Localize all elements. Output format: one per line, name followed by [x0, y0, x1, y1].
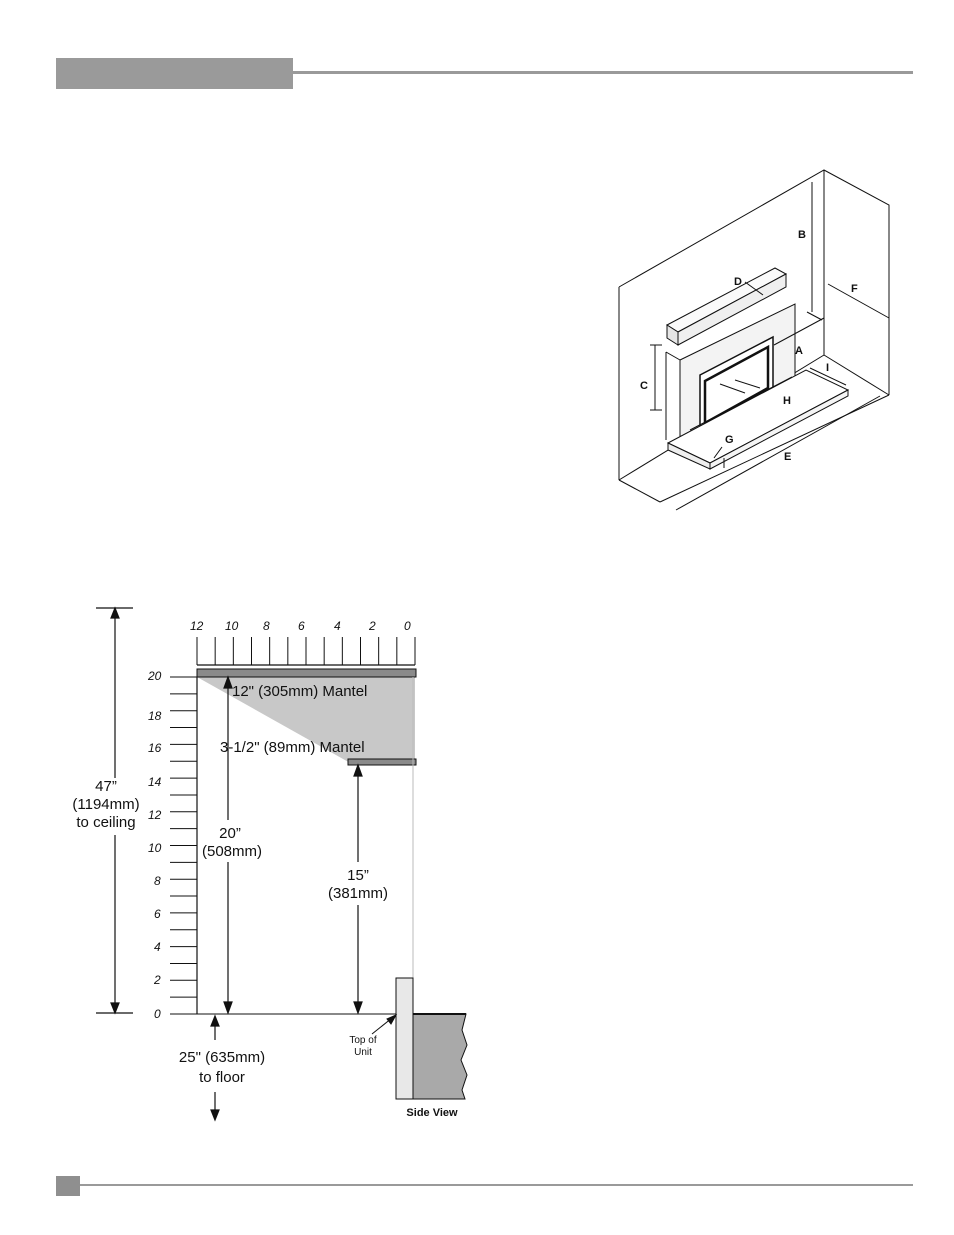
label-i: I	[826, 362, 829, 374]
dim-15-line1: 15”	[347, 867, 369, 884]
label-g: G	[725, 434, 734, 446]
unit-side-profile	[396, 978, 413, 1099]
top-of-unit-line2: Unit	[354, 1047, 372, 1058]
floor-dimension-line1: 25" (635mm)	[179, 1049, 265, 1066]
label-b: B	[798, 229, 806, 241]
mantel-clearance-diagram: 12 10 8 6 4 2 0 20 18 16 14 12 10 8 6 4 …	[60, 595, 480, 1130]
top-scale-label: 8	[263, 619, 270, 633]
side-scale-label: 12	[148, 808, 162, 822]
footer-page-tab	[56, 1176, 80, 1196]
fireplace-isometric-diagram: A B C D E F G H I	[600, 160, 900, 525]
top-scale-label: 0	[404, 619, 411, 633]
ceiling-dimension-line2: (1194mm)	[72, 796, 139, 813]
side-view-label: Side View	[406, 1107, 458, 1119]
label-h: H	[783, 395, 791, 407]
side-scale-label: 16	[148, 741, 162, 755]
ceiling-dimension-line1: 47”	[95, 778, 117, 795]
side-scale-label: 4	[154, 940, 161, 954]
floor-dimension-line2: to floor	[199, 1069, 245, 1086]
dim-20-line1: 20”	[219, 825, 241, 842]
mantel-large-label: 12" (305mm) Mantel	[232, 683, 367, 700]
side-scale-label: 6	[154, 907, 161, 921]
side-scale-label: 0	[154, 1007, 161, 1021]
top-of-unit-line1: Top of	[349, 1035, 376, 1046]
label-f: F	[851, 283, 858, 295]
top-scale-label: 4	[334, 619, 341, 633]
side-scale-label: 14	[148, 775, 162, 789]
label-d: D	[734, 276, 742, 288]
wall-cutaway	[413, 1014, 467, 1099]
top-scale-label: 10	[225, 619, 239, 633]
side-scale-label: 2	[153, 973, 161, 987]
side-scale-label: 8	[154, 874, 161, 888]
footer-rule	[80, 1184, 913, 1186]
mantel-12in	[197, 669, 416, 677]
top-scale-label: 6	[298, 619, 305, 633]
top-scale-label: 2	[368, 619, 376, 633]
mantel-small-label: 3-1/2" (89mm) Mantel	[220, 739, 365, 756]
label-a: A	[795, 345, 803, 357]
side-scale-label: 20	[147, 669, 162, 683]
side-scale-label: 18	[148, 709, 162, 723]
dim-20-line2: (508mm)	[202, 843, 262, 860]
header-tab	[56, 58, 293, 89]
header-rule	[293, 71, 913, 74]
side-scale-label: 10	[148, 841, 162, 855]
label-c: C	[640, 380, 648, 392]
dim-15-line2: (381mm)	[328, 885, 388, 902]
label-e: E	[784, 451, 791, 463]
top-scale-label: 12	[190, 619, 204, 633]
ceiling-dimension-line3: to ceiling	[76, 814, 135, 831]
